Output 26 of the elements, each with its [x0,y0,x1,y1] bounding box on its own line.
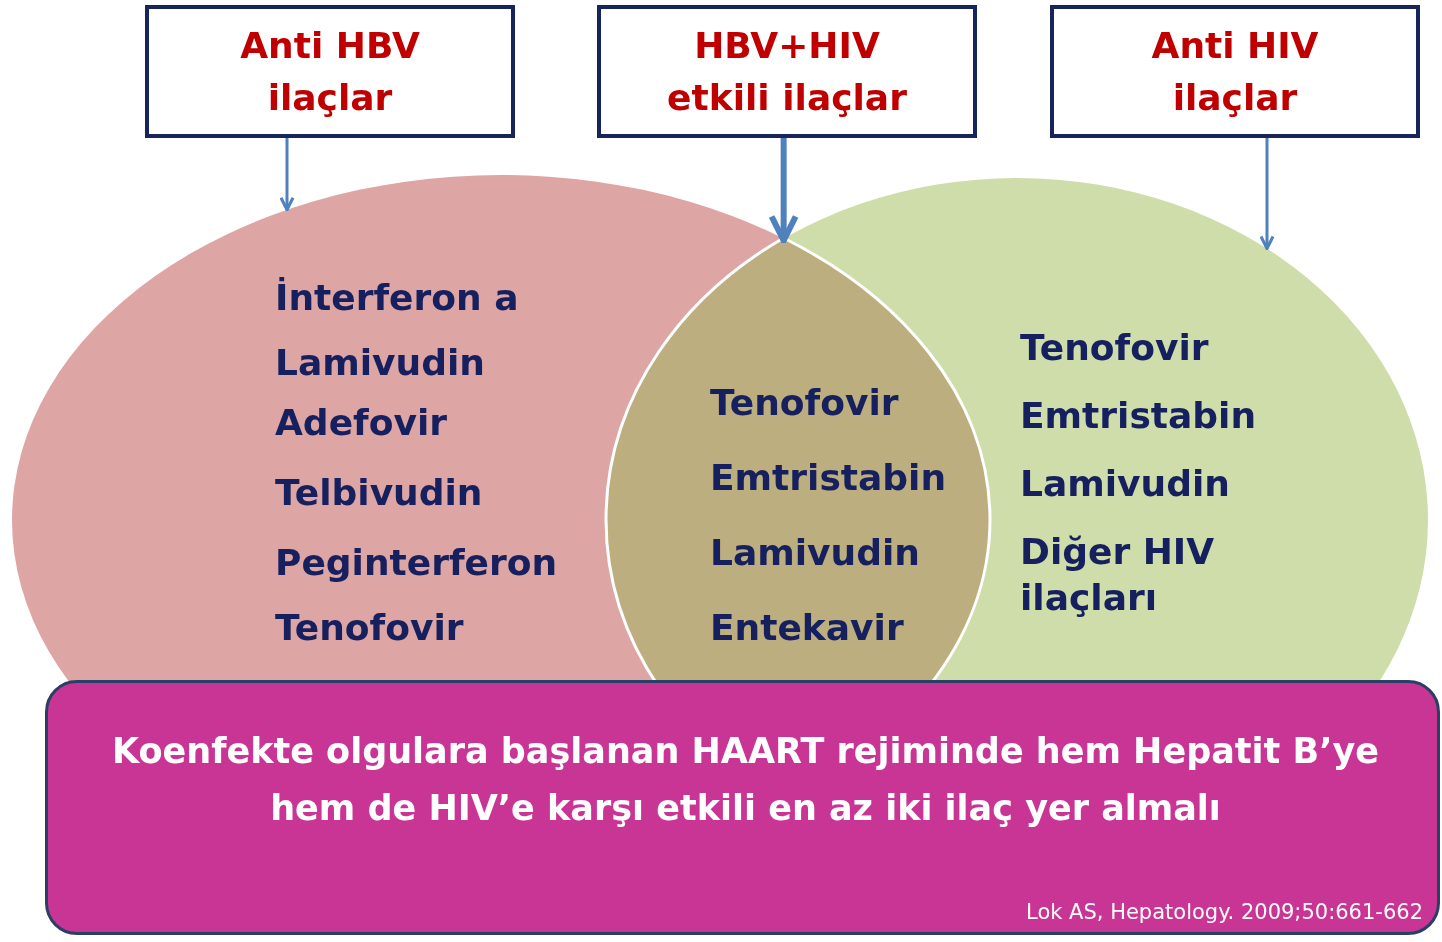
arrow [279,138,295,212]
note-banner [45,680,1440,935]
drug-name: Emtristabin [1020,394,1257,438]
drug-name: Diğer HIV ilaçları [1020,530,1216,620]
label-box [597,5,977,138]
drug-name: Lamivudin [1020,462,1230,506]
drug-name: Tenofovir [275,606,464,650]
drug-name: İnterferon a [275,276,519,320]
drug-name: Lamivudin [275,341,485,385]
drug-name: Telbivudin [275,471,483,515]
arrow [1259,138,1275,251]
label-box [1050,5,1420,138]
drug-name: Adefovir [275,401,447,445]
citation: Lok AS, Hepatology. 2009;50:661-662 [1026,900,1423,924]
drug-name: Lamivudin [710,531,920,575]
drug-name: Peginterferon [275,541,558,585]
drug-name: Tenofovir [1020,326,1209,370]
note-text: Koenfekte olgulara başlanan HAART rejiminde hem Hepatit B’ye hem de HIV’e karşı etkili en az iki ilaç yer almalı [111,730,1380,830]
heading-text: Anti HIV ilaçlar [1150,23,1320,120]
heading-text: HBV+HIV etkili ilaçlar [666,23,908,120]
drug-name: Entekavir [710,606,904,650]
drug-name: Emtristabin [710,456,947,500]
drug-name: Tenofovir [710,381,899,425]
heading-text: Anti HBV ilaçlar [239,23,421,120]
arrow [768,138,799,244]
label-box [145,5,515,138]
